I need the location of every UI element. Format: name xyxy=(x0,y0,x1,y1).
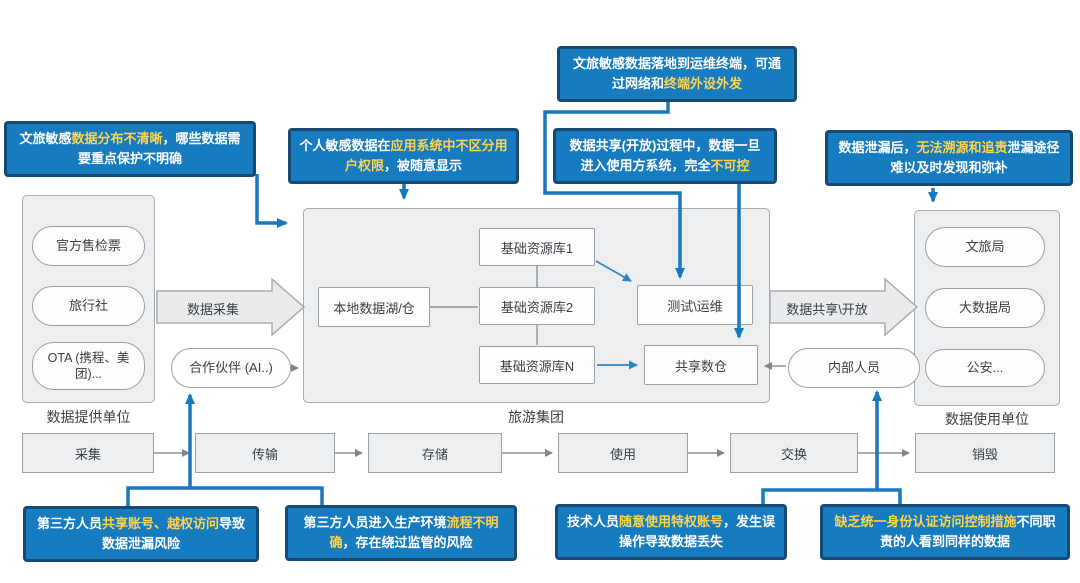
lifecycle-collect: 采集 xyxy=(22,433,154,473)
node-public-security: 公安... xyxy=(925,349,1045,387)
lifecycle-destroy: 销毁 xyxy=(915,433,1055,473)
connector-bottomleft-merge xyxy=(126,486,324,506)
tourism-group-label: 旅游集团 xyxy=(508,409,564,425)
node-internal-staff: 内部人员 xyxy=(788,348,920,388)
callout-sharing-uncontrollable: 数据共享(开放)过程中，数据一旦进入使用方系统，完全不可控 xyxy=(553,128,777,185)
connector-topleft-to-group xyxy=(255,174,288,228)
node-culture-tourism-bureau: 文旅局 xyxy=(925,227,1045,267)
callout-identity-control: 缺乏统一身份认证访问控制措施不同职责的人看到同样的数据 xyxy=(820,504,1070,561)
node-big-data-bureau: 大数据局 xyxy=(925,288,1045,328)
consumer-panel-label: 数据使用单位 xyxy=(945,411,1029,427)
lifecycle-use: 使用 xyxy=(558,433,688,473)
callout-terminal-exfiltration: 文旅敏感数据落地到运维终端，可通过网络和终端外设外发 xyxy=(557,46,797,103)
node-ticketing: 官方售检票 xyxy=(32,226,145,266)
node-partner-ai: 合作伙伴 (AI..) xyxy=(171,348,291,388)
callout-production-process: 第三方人员进入生产环境流程不明确，存在绕过监管的风险 xyxy=(285,505,517,562)
node-shared-warehouse: 共享数仓 xyxy=(644,345,758,385)
lifecycle-transmit: 传输 xyxy=(195,433,335,473)
node-base-repo-n: 基础资源库N xyxy=(479,346,595,384)
node-test-ops: 测试\运维 xyxy=(637,285,753,325)
lifecycle-exchange: 交换 xyxy=(730,433,858,473)
node-travel-agency: 旅行社 xyxy=(32,286,145,326)
provider-panel-label: 数据提供单位 xyxy=(46,409,131,425)
callout-leak-traceability: 数据泄漏后，无法溯源和追责泄漏途径难以及时发现和弥补 xyxy=(825,130,1073,187)
callout-privileged-account: 技术人员随意使用特权账号，发生误操作导致数据丢失 xyxy=(555,504,787,561)
lifecycle-store: 存储 xyxy=(368,433,502,473)
flow-label-collect: 数据采集 xyxy=(186,302,239,317)
callout-app-permission: 个人敏感数据在应用系统中不区分用户权限，被随意显示 xyxy=(288,128,519,185)
callout-sensitive-distribution: 文旅敏感数据分布不清晰，哪些数据需要重点保护不明确 xyxy=(4,121,256,178)
node-base-repo-1: 基础资源库1 xyxy=(479,228,595,266)
connector-bottomright-merge xyxy=(761,488,902,504)
node-base-repo-2: 基础资源库2 xyxy=(479,287,595,325)
node-ota: OTA (携程、美团)... xyxy=(32,342,145,390)
callout-shared-account: 第三方人员共享账号、越权访问导致数据泄漏风险 xyxy=(23,506,259,563)
node-data-lake: 本地数据湖/仓 xyxy=(318,287,430,327)
flow-label-share-open: 数据共享\开放 xyxy=(786,302,868,317)
